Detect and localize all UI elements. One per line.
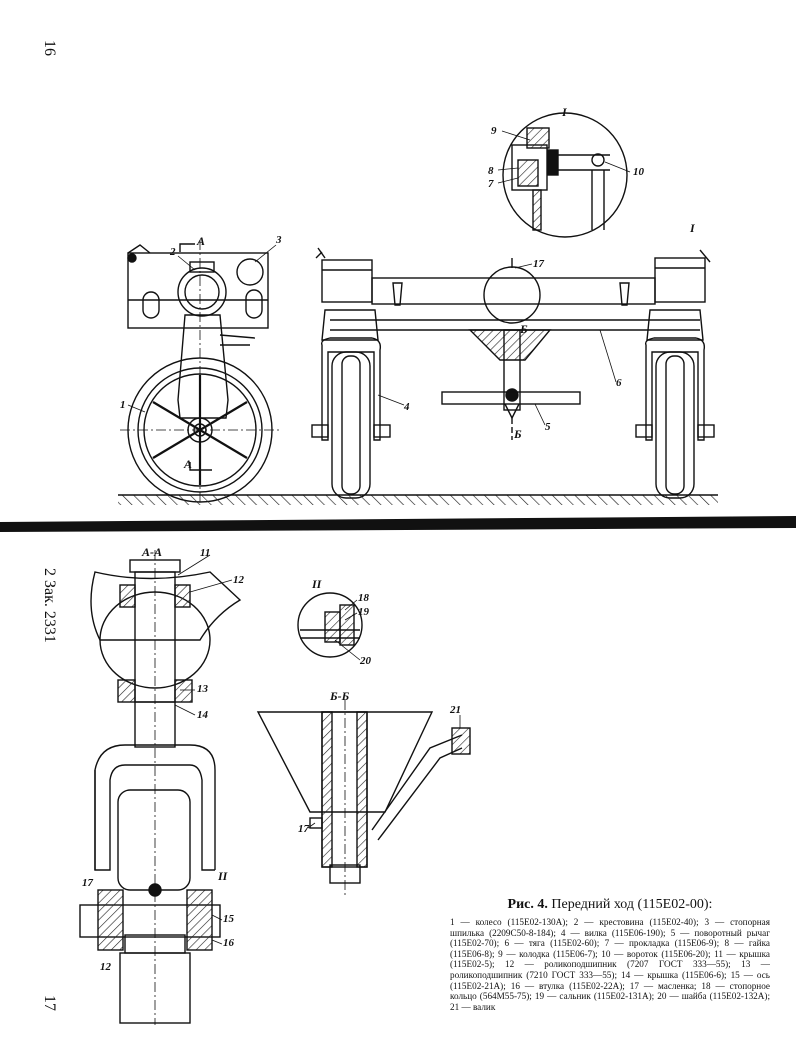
callout-19: 19: [358, 606, 370, 618]
callout-3: 3: [275, 234, 282, 246]
callout-11: 11: [200, 547, 210, 559]
callout-7: 7: [488, 178, 494, 190]
front-view: [311, 247, 715, 499]
section-AA: [79, 550, 242, 1025]
separator-band: [0, 516, 796, 532]
callout-12: 12: [233, 574, 245, 586]
cut-B-top: Б: [519, 322, 528, 336]
callout-2: 2: [169, 246, 176, 258]
callout-8: 8: [488, 165, 494, 177]
detail-II: [297, 592, 363, 658]
pin-head: [127, 253, 137, 263]
section-BB: [256, 700, 471, 895]
figure-caption: Рис. 4. Передний ход (115Е02-00): 1 — ко…: [450, 897, 770, 1012]
callout-17: 17: [533, 258, 545, 270]
callout-12-aa: 12: [100, 961, 112, 973]
callout-10: 10: [633, 166, 645, 178]
section-AA-title: А-А: [141, 545, 162, 559]
side-plate: [127, 252, 269, 329]
cut-A-top: А: [196, 234, 205, 248]
axle: [79, 904, 221, 938]
caption-title: Рис. 4. Передний ход (115Е02-00):: [450, 897, 770, 913]
detail-II-marker: II: [217, 869, 229, 883]
callout-17-bb: 17: [298, 823, 310, 835]
callout-18: 18: [358, 592, 370, 604]
cross-beam: [371, 277, 656, 305]
callout-15: 15: [223, 913, 235, 925]
crosspiece-hub: [177, 267, 227, 317]
detail-I: [502, 112, 628, 238]
callout-1: 1: [120, 399, 126, 411]
callout-21: 21: [449, 704, 461, 716]
left-fork: [320, 337, 382, 441]
center-hub: [483, 266, 541, 324]
callout-labels: 1 2 3 4 5 6 7 8 9 10 11 12 13 14 15 16 1…: [82, 125, 645, 973]
detail-II-label: II: [311, 577, 323, 591]
caption-title-prefix: Рис. 4.: [507, 897, 548, 912]
wheel-section: [117, 789, 191, 891]
section-BB-title: Б-Б: [329, 689, 350, 703]
callout-6: 6: [616, 377, 622, 389]
ground-hatch: [118, 495, 718, 505]
callout-9: 9: [491, 125, 497, 137]
left-wheel: [331, 351, 371, 499]
detail-I-label: I: [561, 105, 568, 119]
detail-I-marker: I: [689, 221, 696, 235]
plate-ear: [127, 244, 151, 254]
callout-13: 13: [197, 683, 209, 695]
caption-title-rest: Передний ход (115Е02-00):: [551, 897, 713, 912]
right-bracket: [654, 257, 706, 303]
left-bracket: [321, 259, 373, 303]
right-fork: [644, 337, 706, 441]
callout-5: 5: [545, 421, 551, 433]
callout-20: 20: [359, 655, 372, 667]
callout-17-aa: 17: [82, 877, 94, 889]
steering-arm: [441, 391, 581, 405]
callout-4: 4: [403, 401, 410, 413]
right-wheel: [655, 351, 695, 499]
cut-B-bottom: Б: [513, 427, 522, 441]
section-titles: I I II II А-А Б-Б А А Б Б: [141, 105, 696, 883]
callout-14: 14: [197, 709, 209, 721]
leader-lines: [127, 130, 631, 945]
caption-body: 1 — колесо (115Е02-130А); 2 — крестовина…: [450, 917, 770, 1012]
side-view: [120, 240, 280, 505]
cut-A-bottom: А: [183, 457, 192, 471]
callout-16: 16: [223, 937, 235, 949]
lock-pin-circle: [236, 258, 264, 286]
fork: [177, 314, 229, 419]
